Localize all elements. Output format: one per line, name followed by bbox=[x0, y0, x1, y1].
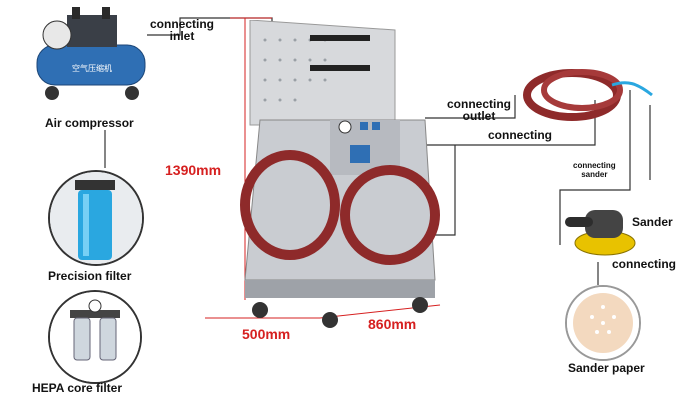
hepa-filter-label: HEPA core filter bbox=[32, 381, 123, 395]
connecting-inlet-label: connecting inlet bbox=[150, 17, 215, 43]
coiled-hose-image bbox=[512, 55, 662, 135]
compressor-label: 空气压缩机 bbox=[72, 63, 112, 73]
connecting-paper-label: connecting bbox=[612, 257, 677, 271]
precision-filter-image bbox=[48, 170, 144, 266]
line-outlet bbox=[425, 95, 516, 119]
sander-paper-image bbox=[565, 285, 641, 361]
air-compressor-label: Air compressor bbox=[45, 116, 134, 130]
height-dimension: 1390mm bbox=[165, 162, 222, 178]
dust-extractor-cabinet bbox=[240, 19, 440, 340]
precision-filter-label: Precision filter bbox=[48, 269, 132, 283]
depth-dimension: 500mm bbox=[242, 326, 291, 342]
connecting-label: connecting bbox=[488, 128, 553, 142]
sander-image bbox=[560, 195, 640, 265]
air-compressor-image: 空气压缩机 bbox=[32, 5, 150, 105]
hepa-filter-image bbox=[48, 290, 142, 384]
sander-label: Sander bbox=[632, 215, 673, 229]
width-dimension: 860mm bbox=[368, 316, 417, 332]
connecting-sander-label: connecting sander bbox=[573, 161, 616, 179]
sander-paper-label: Sander paper bbox=[568, 361, 645, 375]
line-sander bbox=[559, 90, 631, 245]
connecting-outlet-label: connecting outlet bbox=[447, 97, 512, 123]
line-cabinet-right bbox=[430, 145, 456, 236]
